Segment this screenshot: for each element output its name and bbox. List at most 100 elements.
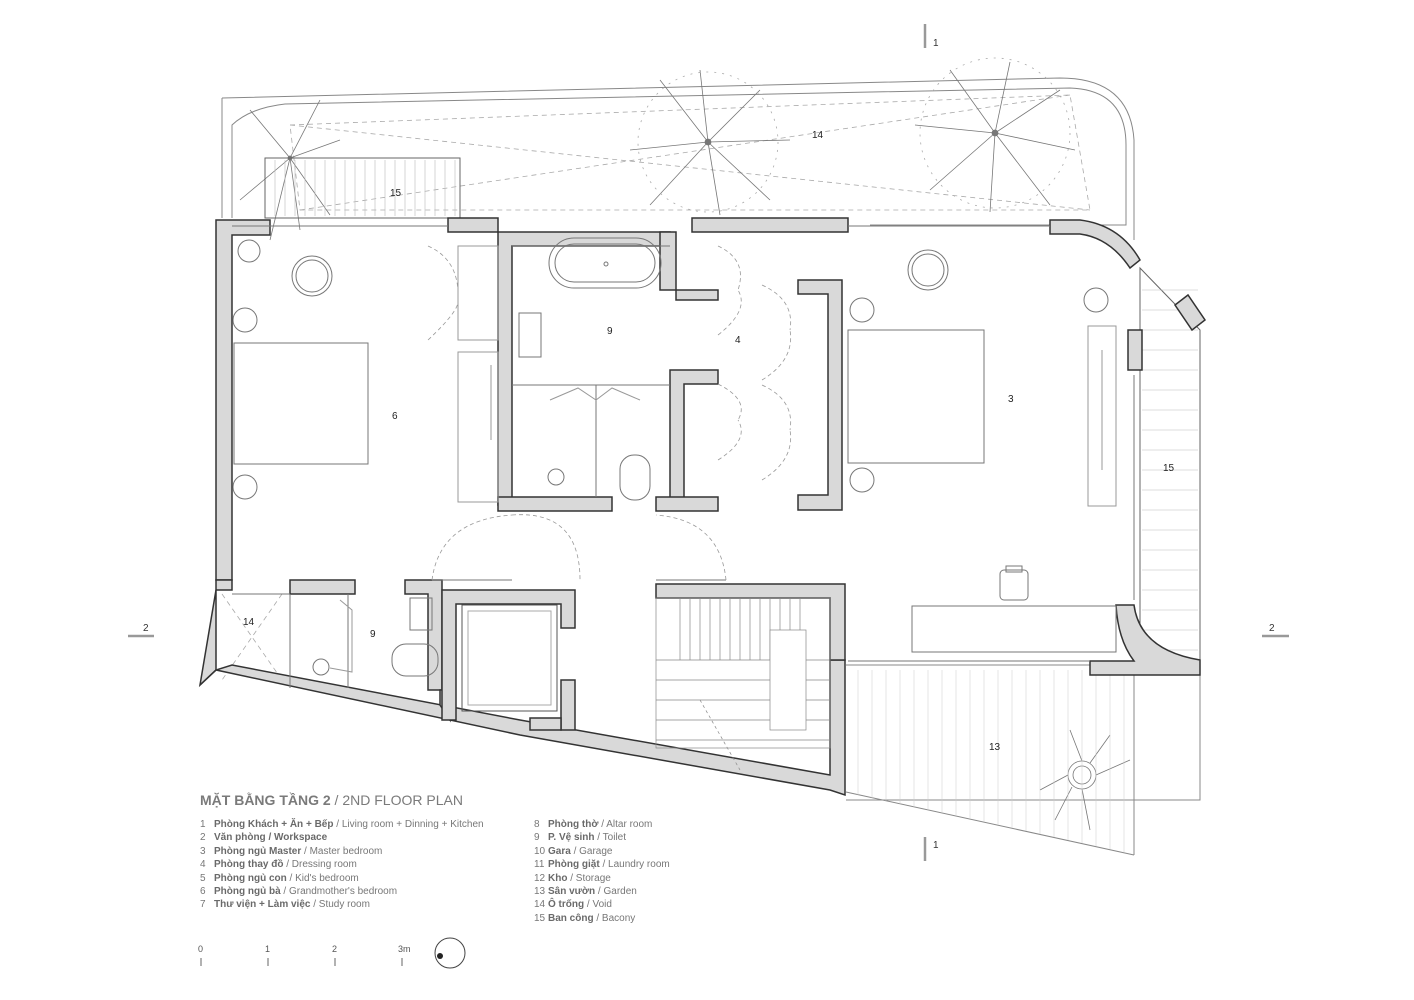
label-balcony-right: 15 [1163,463,1175,474]
legend-item-separator: / [594,832,603,844]
legend-item-vi: Phòng ngủ Master [214,845,302,857]
room-labels: 14 15 6 9 4 3 15 14 9 13 [243,130,1175,753]
site-boundary [221,77,1201,856]
legend-item-vi: Văn phòng / Workspace [214,832,328,844]
plan-title-en: 2ND FLOOR PLAN [342,792,463,808]
legend-item-separator: / [280,886,289,898]
legend-item-en: Living room + Dinning + Kitchen [341,819,484,830]
legend-item-separator: / [570,845,580,857]
legend-item-vi: Ô trống [548,899,585,911]
label-void-top: 14 [812,130,824,141]
bed-grandma [233,342,369,465]
interior-lines [232,225,1135,688]
legend-item-vi: Phòng Khách + Ăn + Bếp [214,819,334,830]
legend-item-en: Study room [318,899,370,911]
legend-item-number: 6 [200,886,206,898]
legend-item-separator: / [595,886,604,898]
legend-item-vi: Gara [548,845,571,857]
legend-item-separator: / [283,859,292,871]
legend-item-number: 11 [534,859,545,871]
section-left-label: 2 [143,623,149,634]
furniture [232,237,1117,712]
label-dressing: 4 [735,335,741,346]
legend-item-number: 7 [200,899,206,911]
label-garden: 13 [989,742,1001,753]
plan-title: MẶT BẰNG TẦNG 2 / 2ND FLOOR PLAN [200,792,463,808]
doors [427,245,792,581]
legend-item-en: Master bedroom [309,845,383,857]
legend-item-en: Altar room [606,819,653,830]
label-balcony-top: 15 [390,188,402,199]
legend-item-vi: Phòng thờ [548,819,599,830]
legend-item-separator: / [593,912,602,924]
scale-2: 2 [332,944,337,954]
legend-item-en: Dressing room [291,859,357,871]
void-dashed-lines [221,94,1091,681]
legend-item-en: Bacony [601,912,636,924]
legend-item: 6 Phòng ngủ bà / Grandmother's bedroom [200,885,484,898]
section-bottom-label: 1 [933,840,939,851]
legend-item: 2 Văn phòng / Workspace [200,831,484,844]
tree-top-right [914,57,1076,213]
legend-item-separator: / [584,899,593,911]
label-toilet-top: 9 [607,326,613,337]
scale-1: 1 [265,944,270,954]
tree-garden [1039,729,1131,831]
legend-item-separator: / [567,872,576,884]
legend-item-vi: P. Vệ sinh [548,832,595,844]
legend-item-en: Toilet [602,832,627,844]
elevator [461,604,558,712]
scale-bar: 0 1 2 3m [198,937,466,969]
legend-item-separator: / [599,859,609,871]
legend-item-en: Garage [579,845,613,857]
legend-item-number: 13 [534,886,546,898]
legend-item-en: Grandmother's bedroom [289,886,398,898]
legend-item-en: Laundry room [608,859,670,871]
legend-item-vi: Phòng giặt [548,859,600,871]
legend-item-number: 12 [534,872,546,884]
legend-item-separator: / [333,819,342,830]
scale-0: 0 [198,944,203,954]
legend-item-number: 10 [534,845,546,857]
staircase [655,597,831,771]
legend-item-vi: Phòng ngủ bà [214,886,281,898]
bathtub [548,237,662,289]
garden-area [857,670,1125,852]
legend-item-number: 3 [200,845,206,857]
legend-item-number: 9 [534,832,540,844]
plan-title-vi: MẶT BẰNG TẦNG 2 [200,792,331,808]
legend-item-en: Garden [603,886,637,898]
legend-item-vi: Sân vườn [548,886,596,898]
label-toilet-bottom: 9 [370,629,376,640]
legend-item-separator: / [598,819,607,830]
legend-item-number: 15 [534,912,546,924]
label-bedroom-grandma: 6 [392,411,398,422]
tree-top-middle [629,69,791,216]
legend-item-en: Kid's bedroom [295,872,359,884]
label-void-left: 14 [243,617,255,628]
north-arrow-icon [434,937,466,969]
legend-item-separator: / [286,872,296,884]
legend-item-vi: Thư viện + Làm việc [214,899,311,911]
legend-item-number: 5 [200,872,206,884]
legend-right-column: 8 Phòng thờ / Altar room 9 P. Vệ sinh / Toi… [534,818,670,925]
balcony-top [264,157,461,219]
legend-item: 1 Phòng Khách + Ăn + Bếp / Living room + … [200,818,484,831]
legend-item: 9 P. Vệ sinh / Toilet [534,831,670,844]
legend-item-vi: Ban công [548,912,594,924]
legend-item-en: Void [592,899,612,911]
legend-item-number: 4 [200,859,206,871]
legend-item-number: 8 [534,819,540,830]
section-marks: 1 1 2 2 [128,24,1289,861]
legend-item-number: 2 [200,832,206,844]
legend-item-number: 1 [200,819,206,830]
